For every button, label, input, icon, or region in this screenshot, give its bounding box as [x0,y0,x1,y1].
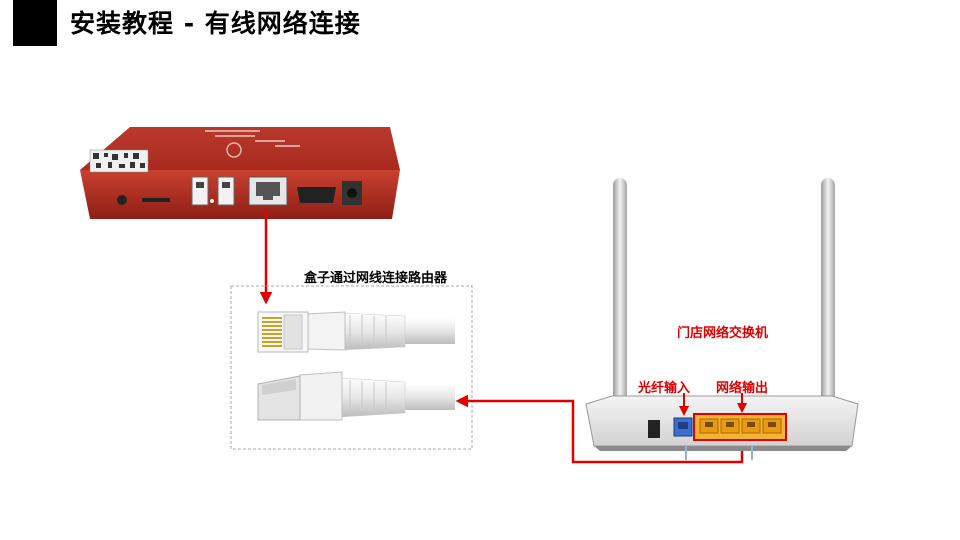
cable-frame [230,285,473,450]
card-slot [142,198,170,202]
hdmi-port [297,187,336,203]
router-image [585,178,859,460]
qr-code-pattern [93,153,145,168]
brand-logo-circle [226,142,242,158]
router-power-port [648,420,660,438]
cable-caption: 盒子通过网线连接路由器 [304,271,448,286]
fiber-input-label: 光纤输入 [638,381,691,396]
usb-port-2 [217,176,235,206]
page-title: 安装教程 - 有线网络连接 [70,9,361,38]
title-accent-block [13,0,57,46]
arrow-router-to-cable [455,394,744,464]
antenna-right [821,178,835,408]
antenna-left [613,178,627,408]
usb-port-1 [191,176,209,206]
switch-caption: 门店网络交换机 [677,326,769,341]
ethernet-cable-connector-top [257,311,455,353]
ethernet-cable-connector-bottom [257,371,455,421]
set-top-box-image [80,127,400,219]
audio-port [117,195,127,205]
network-output-label: 网络输出 [716,381,769,396]
